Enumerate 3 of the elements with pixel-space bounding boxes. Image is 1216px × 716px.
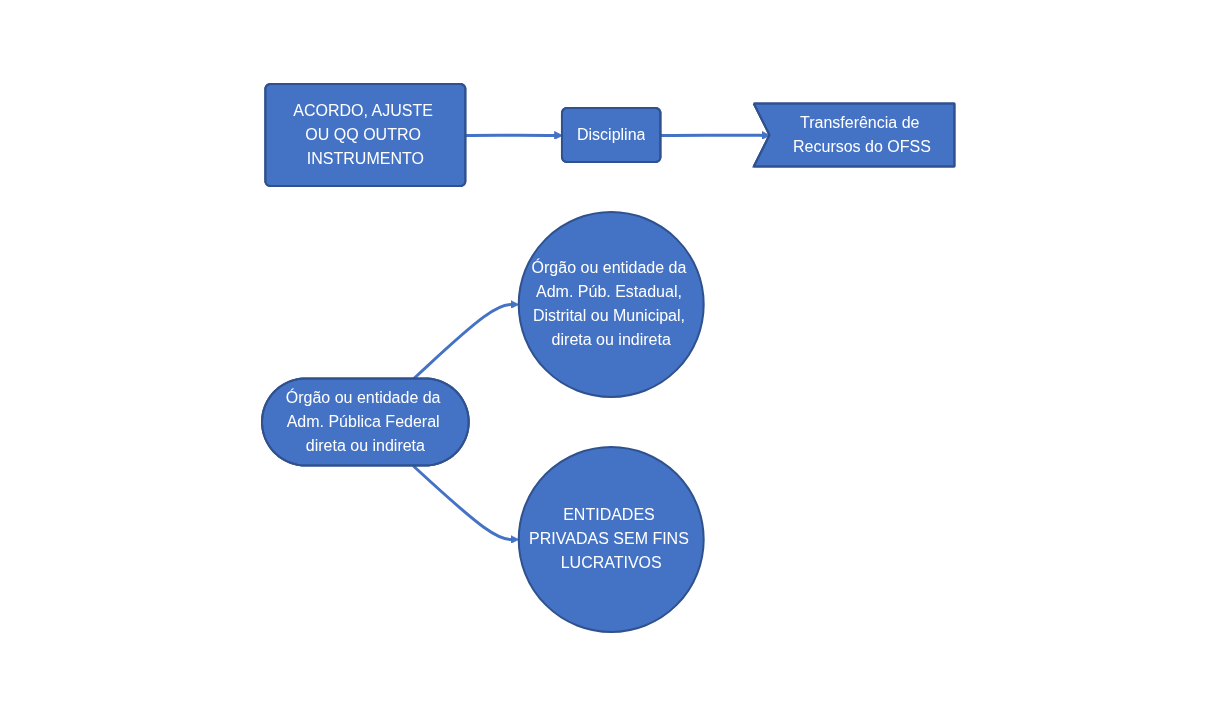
node-circle: Órgão ou entidade da Adm. Púb. Estadual, Distrital ou Municipal, direta ou indireta xyxy=(517,211,705,398)
arrow xyxy=(412,464,519,544)
node-circle: ENTIDADES PRIVADAS SEM FINS LUCRATIVOS xyxy=(517,446,705,633)
